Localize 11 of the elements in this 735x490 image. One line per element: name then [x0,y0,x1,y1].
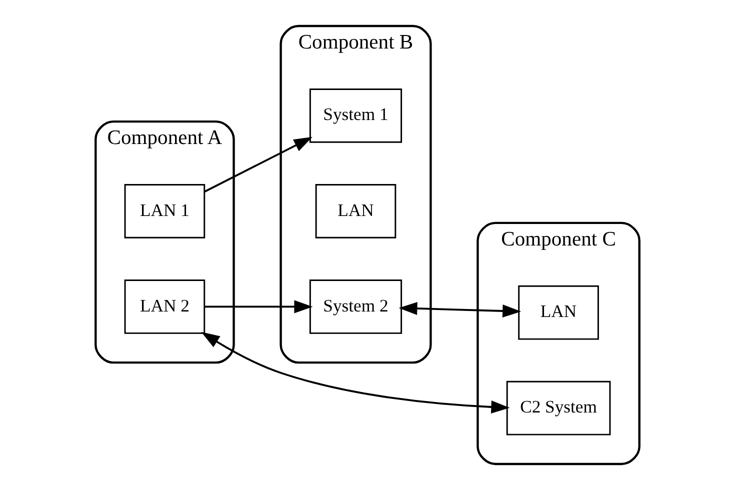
node-box: LAN 2 [124,280,206,334]
node-box: LAN [518,285,599,340]
arrow [201,332,510,414]
arrow [204,300,313,314]
arrow [398,302,522,318]
arrow [204,136,312,192]
node-box: System 2 [309,280,402,334]
node-box: System 1 [309,88,402,143]
node-box: C2 System [506,380,611,436]
node-box: LAN [315,184,396,238]
node-box: LAN 1 [124,184,206,238]
